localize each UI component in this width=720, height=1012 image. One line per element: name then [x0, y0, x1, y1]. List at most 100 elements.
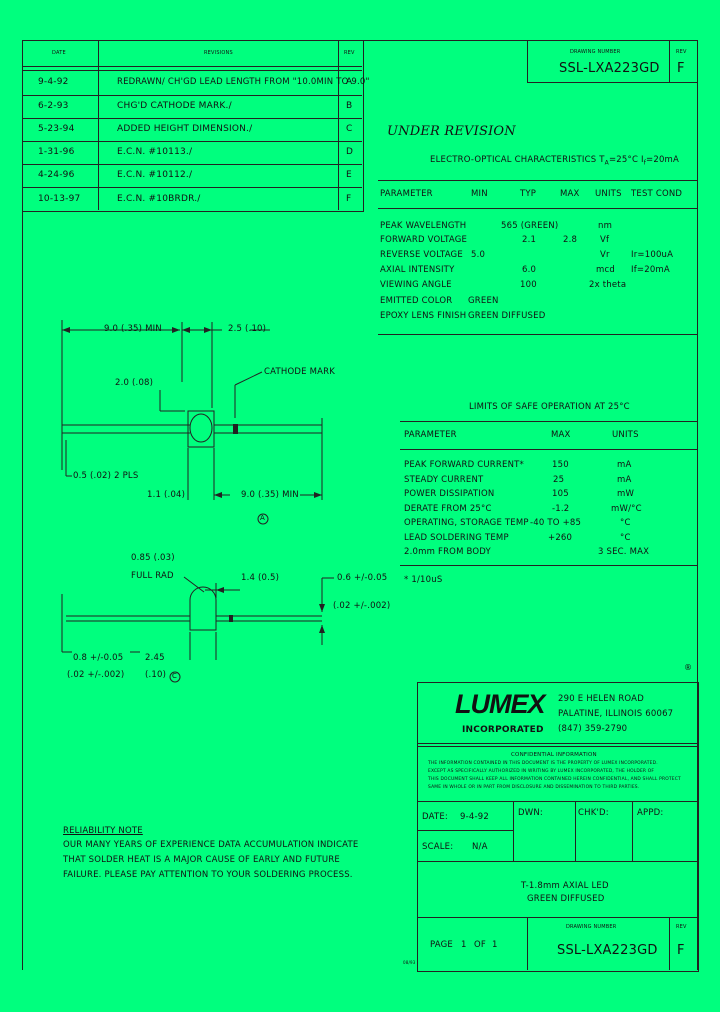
rev-letter: A	[346, 77, 353, 87]
eo-col-header: MIN	[471, 189, 488, 199]
eo-param: VIEWING ANGLE	[380, 280, 452, 290]
rev-value: F	[677, 61, 685, 76]
limits-units: mW/°C	[611, 504, 642, 514]
limits-units: °C	[620, 533, 631, 543]
part-description: T-1.8mm AXIAL LED	[521, 881, 609, 891]
confidential-line: THE INFORMATION CONTAINED IN THIS DOCUME…	[428, 761, 658, 766]
eo-param: AXIAL INTENSITY	[380, 265, 455, 275]
dim-body-h-b: (.10)	[145, 670, 167, 680]
rev-desc: CHG'D CATHODE MARK./	[117, 101, 232, 111]
eo-max: 2.8	[563, 235, 578, 245]
drawing-number-label-bottom: DRAWING NUMBER	[566, 924, 617, 930]
scale-value: N/A	[472, 842, 488, 852]
reliability-line: FAILURE. PLEASE PAY ATTENTION TO YOUR SO…	[63, 870, 353, 880]
rev-desc: ADDED HEIGHT DIMENSION./	[117, 124, 253, 134]
dim-body-length: 2.5 (.10)	[228, 324, 267, 334]
ref-a-label: A	[260, 514, 265, 522]
rev-label: REV	[676, 49, 687, 55]
company-phone: (847) 359-2790	[558, 724, 628, 734]
status-note: UNDER REVISION	[387, 124, 516, 139]
eo-typ: 100	[520, 280, 537, 290]
limits-max: +260	[548, 533, 573, 543]
border-right	[697, 40, 698, 970]
date-label: DATE:	[422, 812, 448, 822]
page-value: 1	[461, 940, 467, 950]
dim-lead-w-b: (.02 +/-.002)	[67, 670, 125, 680]
ref-c-label: C	[172, 672, 178, 680]
limits-param: LEAD SOLDERING TEMP	[404, 533, 509, 543]
limits-header: MAX	[551, 430, 571, 440]
dim-lead-w: 0.8 +/-0.05	[73, 653, 124, 663]
scale-label: SCALE:	[422, 842, 454, 852]
drawing-number: SSL-LXA223GD	[559, 61, 660, 76]
rev-letter: E	[346, 170, 352, 180]
company-address: 290 E HELEN ROAD	[558, 694, 644, 704]
reliability-line: OUR MANY YEARS OF EXPERIENCE DATA ACCUMU…	[63, 840, 359, 850]
limits-max: 150	[552, 460, 569, 470]
dim-height: 1.4 (0.5)	[241, 573, 280, 583]
dim-lead-length-2: 9.0 (.35) MIN	[241, 490, 299, 500]
limits-param: OPERATING, STORAGE TEMP	[404, 518, 529, 528]
company-address: PALATINE, ILLINOIS 60067	[558, 709, 674, 719]
eo-units: Vf	[600, 235, 610, 245]
limits-param: DERATE FROM 25°C	[404, 504, 492, 514]
limits-units: mW	[617, 489, 635, 499]
rev-date: 9-4-92	[38, 77, 69, 87]
dim-body-width: 1.1 (.04)	[147, 490, 186, 500]
limits-param: STEADY CURRENT	[404, 475, 484, 485]
eo-col-header: PARAMETER	[380, 189, 433, 199]
corner-code: 08/93	[403, 960, 416, 965]
limits-title: LIMITS OF SAFE OPERATION AT 25°C	[469, 402, 630, 412]
rev-desc: REDRAWN/ CH'GD LEAD LENGTH FROM "10.0MIN…	[117, 77, 370, 87]
limits-header: PARAMETER	[404, 430, 457, 440]
eo-col-header: MAX	[560, 189, 580, 199]
cathode-mark-label: CATHODE MARK	[264, 367, 336, 377]
eo-param: FORWARD VOLTAGE	[380, 235, 468, 245]
limits-header: UNITS	[612, 430, 639, 440]
confidential-title: CONFIDENTIAL INFORMATION	[511, 752, 597, 758]
dwn-label: DWN:	[518, 808, 543, 818]
of-value: 1	[492, 940, 498, 950]
chkd-label: CHK'D:	[578, 808, 609, 818]
rev-header-rev: REV	[344, 50, 355, 56]
dim-lead-thick: 0.6 +/-0.05	[337, 573, 388, 583]
limits-units: °C	[620, 518, 631, 528]
eo-typ: 6.0	[522, 265, 537, 275]
rev-date: 10-13-97	[38, 194, 81, 204]
eo-min: GREEN	[468, 296, 499, 306]
reliability-title: RELIABILITY NOTE	[63, 826, 143, 836]
rev-value-bottom: F	[677, 943, 685, 958]
dim-body-dia: 2.0 (.08)	[115, 378, 154, 388]
limits-units: mA	[617, 475, 632, 485]
dim-lead-dia: 0.5 (.02) 2 PLS	[73, 471, 139, 481]
rev-desc: E.C.N. #10112./	[117, 170, 193, 180]
rev-desc: E.C.N. #10BRDR./	[117, 194, 201, 204]
rev-date: 1-31-96	[38, 147, 75, 157]
rev-label-bottom: REV	[676, 924, 687, 930]
date-value: 9-4-92	[460, 812, 489, 822]
page-label: PAGE	[430, 940, 454, 950]
confidential-line: EXCEPT AS SPECIFICALLY AUTHORIZED IN WRI…	[428, 769, 655, 774]
apvd-label: APPD:	[637, 808, 664, 818]
rev-desc: E.C.N. #10113./	[117, 147, 193, 157]
eo-param: PEAK WAVELENGTH	[380, 221, 467, 231]
eo-typ: 2.1	[522, 235, 537, 245]
limits-max: -1.2	[552, 504, 570, 514]
eo-min: GREEN DIFFUSED	[468, 311, 546, 321]
of-label: OF	[474, 940, 486, 950]
eo-col-header: TYP	[520, 189, 537, 199]
dim-body-h: 2.45	[145, 653, 165, 663]
part-description: GREEN DIFFUSED	[527, 894, 605, 904]
eo-col-header: UNITS	[595, 189, 622, 199]
eo-typ: 565 (GREEN)	[501, 221, 559, 231]
rev-letter: C	[346, 124, 353, 134]
drawing-number-bottom: SSL-LXA223GD	[557, 943, 658, 958]
eo-param: EPOXY LENS FINISH	[380, 311, 467, 321]
rev-letter: D	[346, 147, 354, 157]
drawing-number-label: DRAWING NUMBER	[570, 49, 621, 55]
rev-header-date: DATE	[52, 50, 66, 56]
dim-lead-length: 9.0 (.35) MIN	[104, 324, 162, 334]
rev-letter: F	[346, 194, 352, 204]
rev-date: 6-2-93	[38, 101, 69, 111]
